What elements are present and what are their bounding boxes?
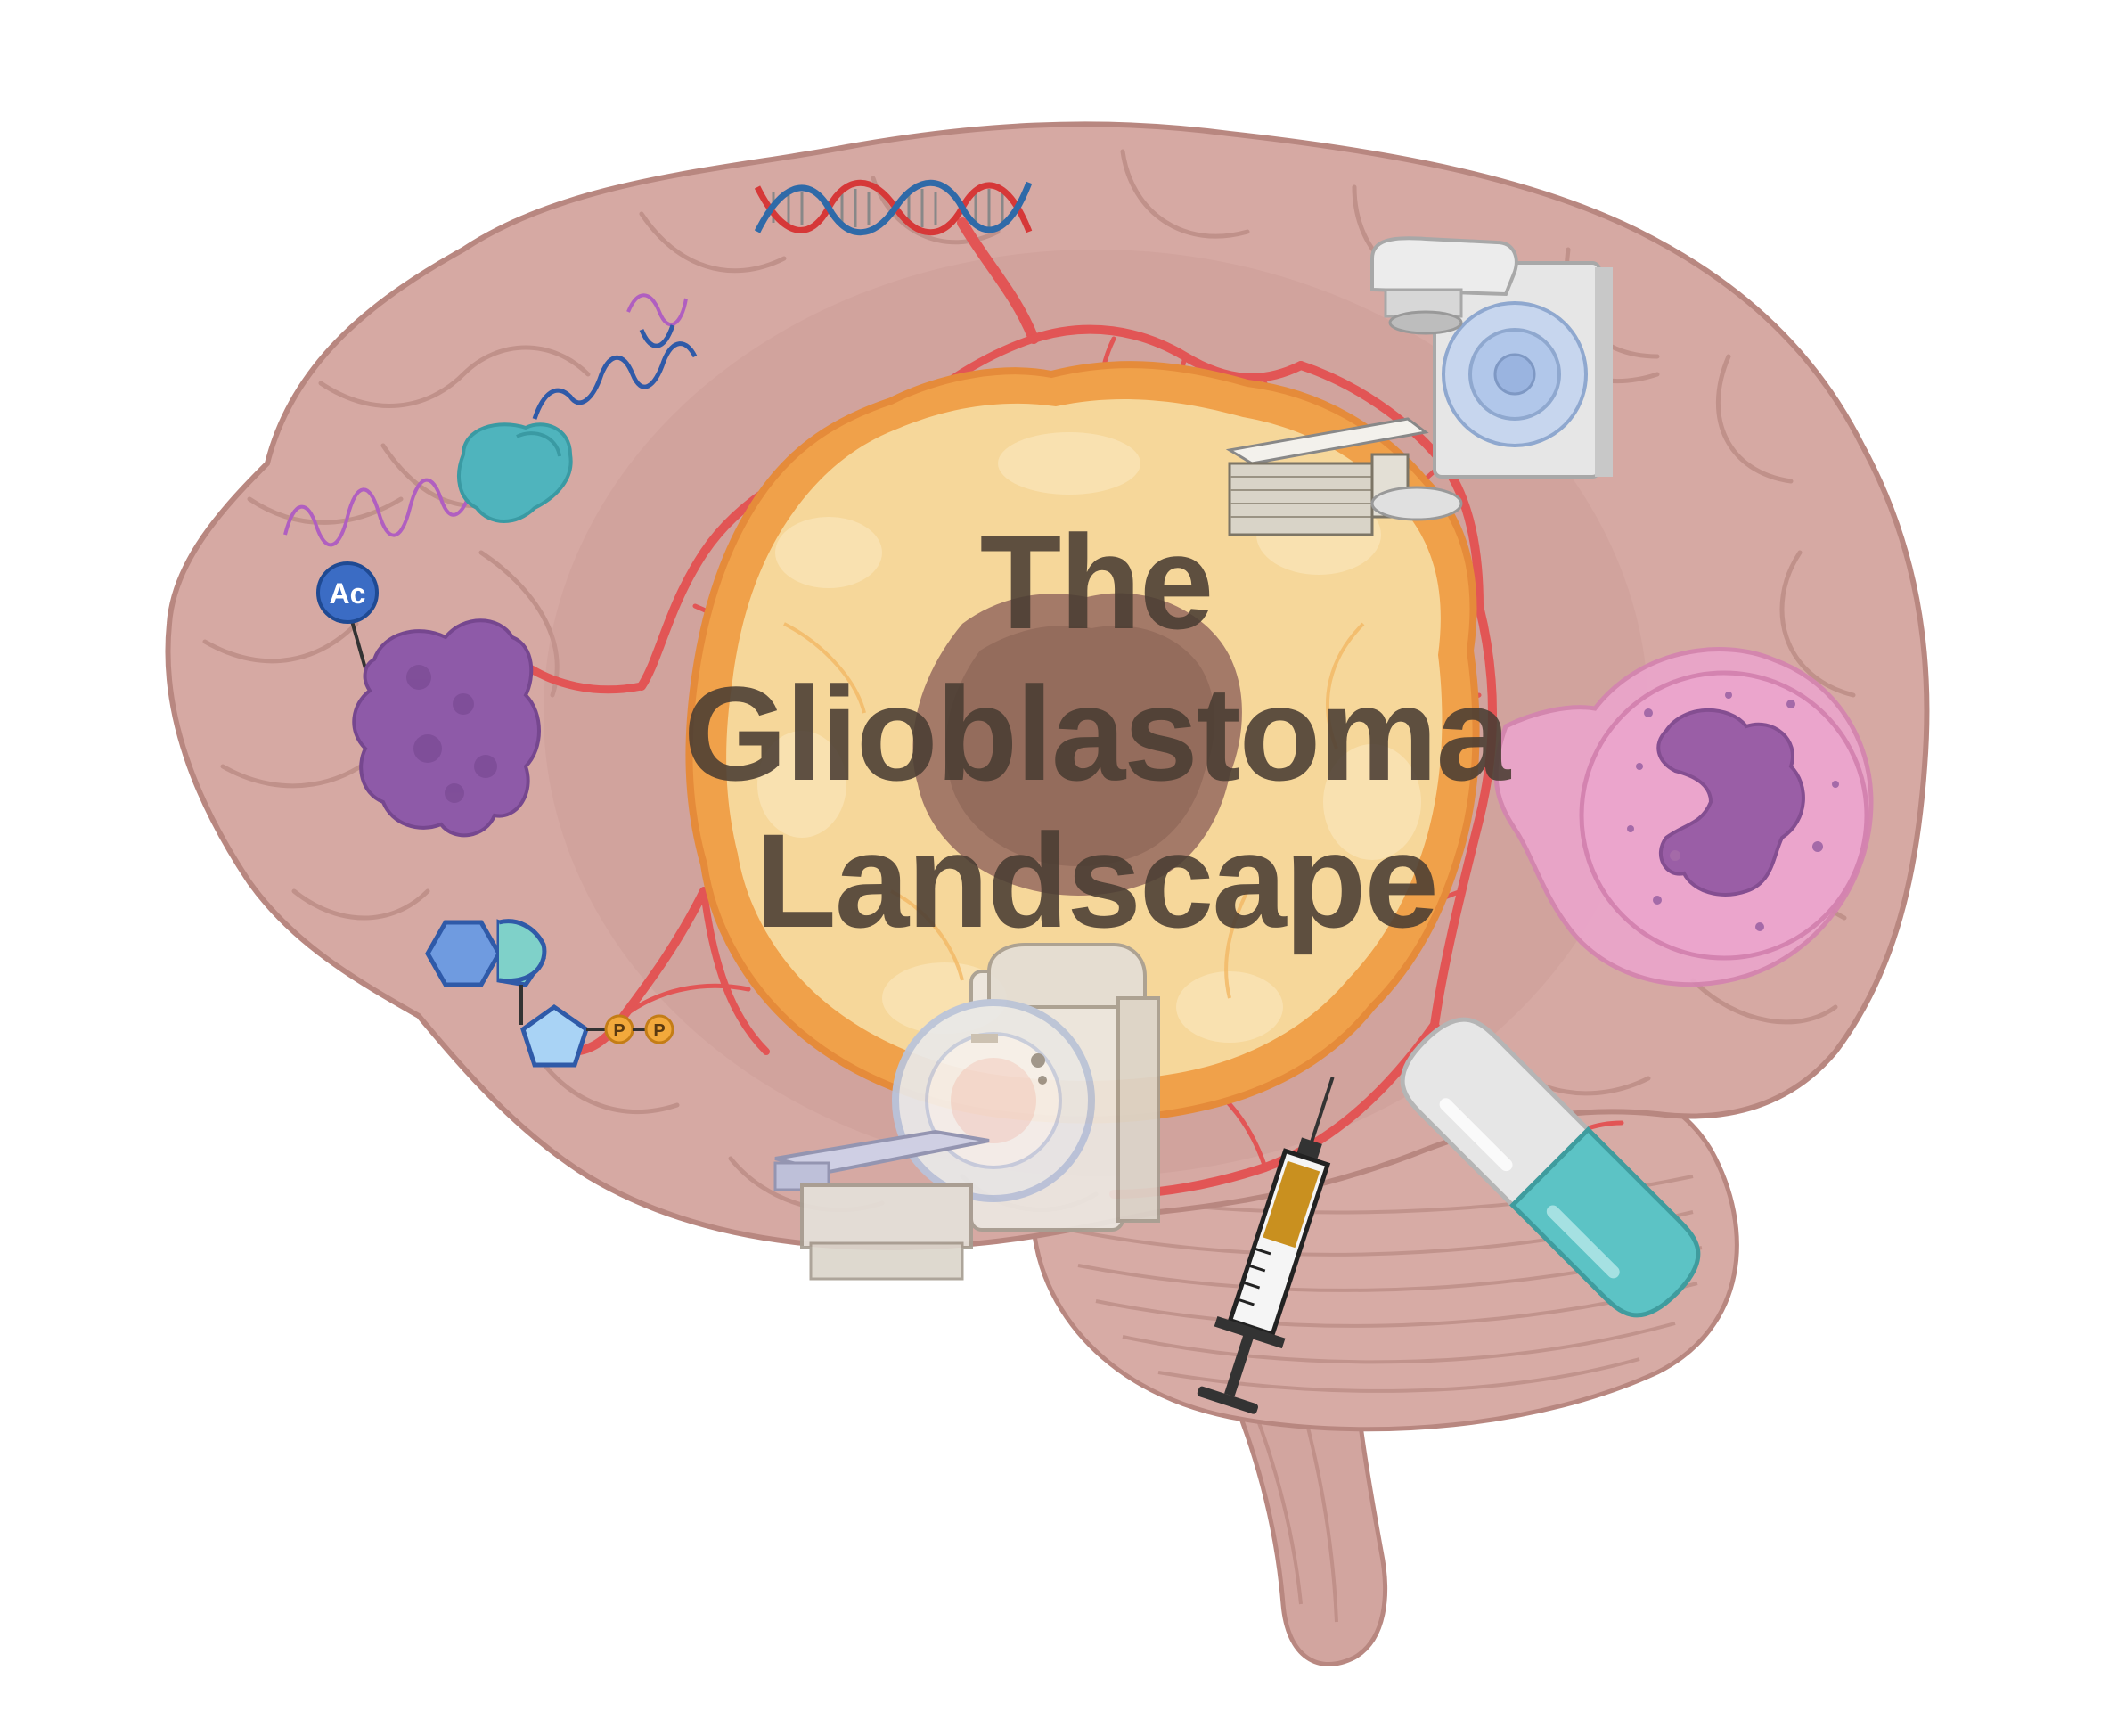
- immune-cell-icon: [1493, 647, 1874, 987]
- acetyl-label: Ac: [330, 577, 366, 610]
- radiotherapy-linac-icon: [1225, 236, 1613, 536]
- dna-helix-icon: [754, 179, 1033, 236]
- syringe-icon: [1197, 1077, 1335, 1414]
- title-block: The Glioblastoma Landscape: [683, 507, 1514, 955]
- mrna-strand-icon: [283, 293, 698, 547]
- capsule-icon: [1400, 1017, 1701, 1318]
- title-line-1: The: [980, 507, 1213, 657]
- mri-scanner-icon: [773, 943, 1160, 1281]
- title-line-3: Landscape: [755, 806, 1437, 955]
- phosphate-label-2: P: [653, 1021, 665, 1041]
- tumor-icon: [685, 361, 1480, 1124]
- phosphate-label-1: P: [613, 1021, 625, 1041]
- nucleotide-icon: P P: [425, 919, 674, 1068]
- ribosome-icon: [457, 422, 573, 523]
- acetylated-protein-icon: Ac: [316, 561, 541, 838]
- title-line-2: Glioblastoma: [683, 659, 1512, 808]
